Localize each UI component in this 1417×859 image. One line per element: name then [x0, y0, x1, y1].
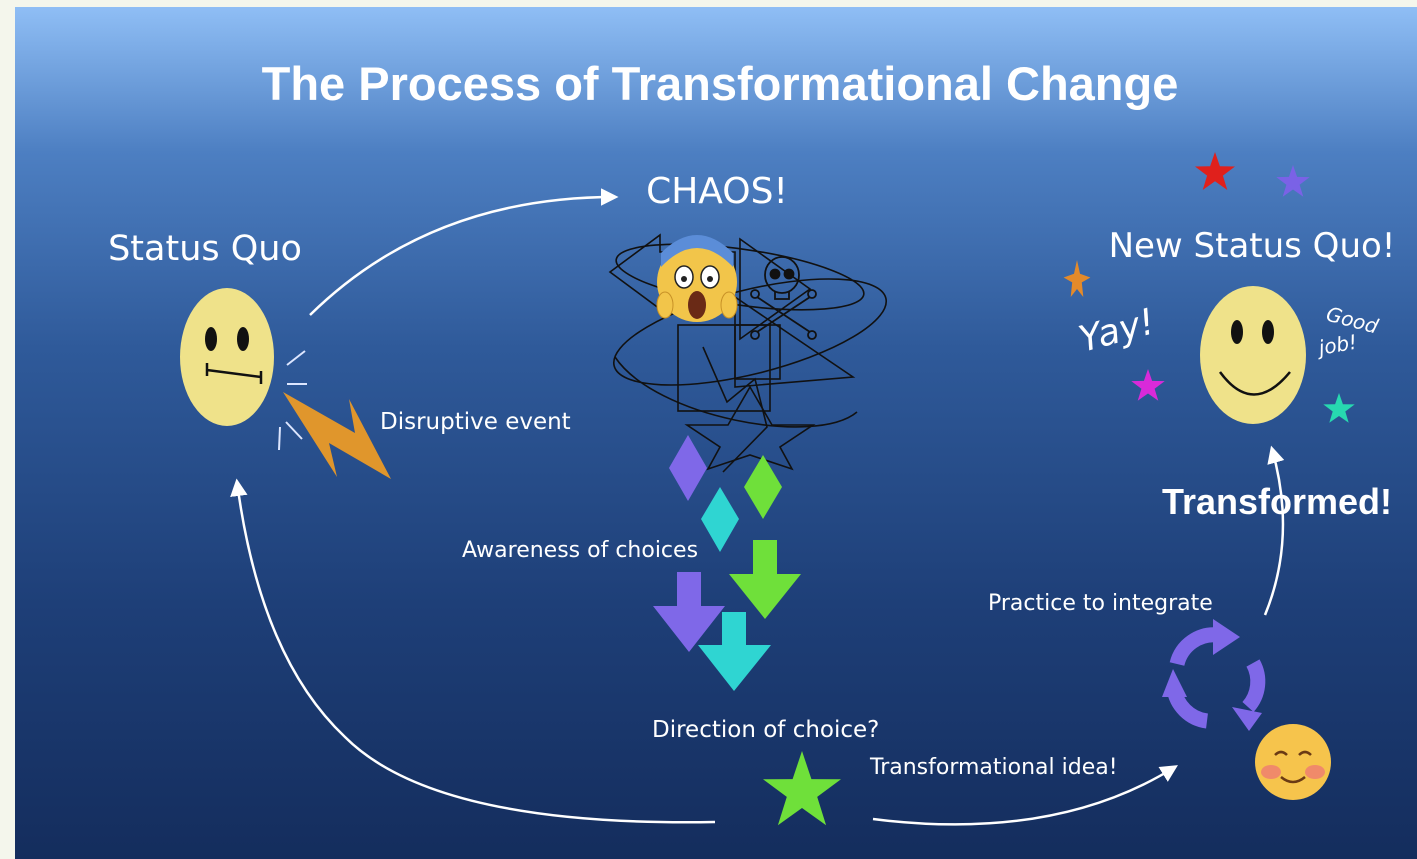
star-icon — [1131, 369, 1165, 401]
new-status-quo-label: New Status Quo! — [1109, 226, 1396, 266]
arrow-to-practice — [872, 765, 1178, 826]
practice-label: Practice to integrate — [988, 591, 1213, 616]
transformed-label: Transformed! — [1162, 481, 1392, 522]
slide: The Process of Transformational Change S… — [15, 7, 1417, 859]
screaming-face-icon — [656, 235, 738, 322]
shock-lines — [278, 350, 307, 451]
star-icon — [1063, 260, 1091, 297]
star-icon — [1195, 152, 1235, 190]
transformational-idea-label: Transformational idea! — [869, 755, 1118, 780]
down-arrow-icon — [698, 612, 771, 691]
down-arrow-icon — [653, 572, 725, 652]
process-diagram: The Process of Transformational Change S… — [108, 57, 1396, 826]
diamond-icon — [669, 435, 707, 501]
chaos-scribble — [608, 233, 888, 473]
star-icon — [763, 751, 841, 826]
diamond-icon — [744, 455, 782, 519]
skull-crossbones-icon — [750, 256, 817, 340]
awareness-label: Awareness of choices — [462, 538, 698, 563]
refresh-cycle-icon — [1162, 619, 1266, 731]
arrow-back-to-status-quo — [230, 478, 716, 824]
arrow-to-chaos — [309, 188, 619, 316]
disruptive-event-label: Disruptive event — [380, 409, 571, 435]
diamond-icon — [701, 487, 739, 552]
arrow-to-new-status-quo — [1263, 445, 1285, 616]
slide-title: The Process of Transformational Change — [262, 57, 1179, 110]
job-text: job! — [1314, 330, 1359, 361]
chaos-label: CHAOS! — [646, 171, 788, 212]
yay-text: Yay! — [1075, 301, 1159, 360]
lightning-bolt-icon — [283, 392, 391, 479]
star-icon — [1276, 165, 1310, 197]
down-arrow-icon — [729, 540, 801, 619]
smiling-face-icon — [1200, 286, 1306, 424]
direction-label: Direction of choice? — [652, 717, 879, 743]
neutral-face-icon — [180, 288, 274, 426]
status-quo-label: Status Quo — [108, 229, 302, 269]
blushing-face-icon — [1255, 724, 1331, 800]
star-icon — [1323, 393, 1355, 423]
